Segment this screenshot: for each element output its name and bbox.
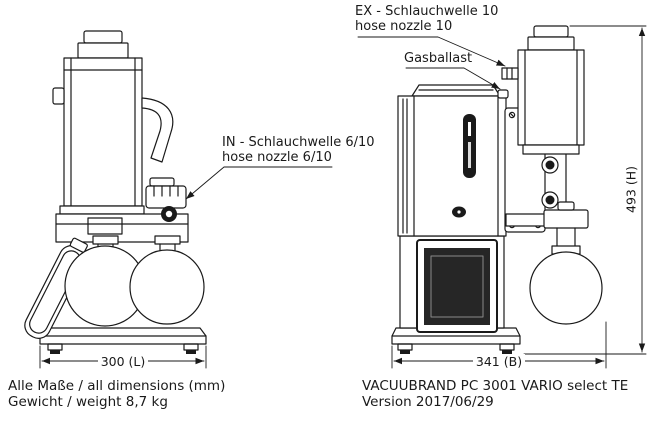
note-weight: Gewicht / weight 8,7 kg [8, 394, 168, 410]
in-leader-line [185, 166, 333, 200]
note-dimensions: Alle Maße / all dimensions (mm) [8, 378, 226, 394]
in-callout-line1: IN - Schlauchwelle 6/10 [222, 135, 375, 150]
side-upper-body [397, 84, 507, 237]
carry-handle [141, 97, 174, 163]
ex-callout-line2: hose nozzle 10 [355, 19, 453, 34]
gasballast-callout-label: Gasballast [404, 51, 473, 66]
ex-nozzle [501, 67, 519, 80]
leader-lines [185, 36, 506, 200]
dimension-depth-label: 341 (B) [462, 354, 536, 369]
in-nozzle-valve [145, 177, 187, 222]
ex-leader-line [357, 36, 506, 67]
product-version: Version 2017/06/29 [362, 394, 494, 410]
product-name: VACUUBRAND PC 3001 VARIO select TE [362, 378, 629, 394]
ex-callout: EX - Schlauchwelle 10 hose nozzle 10 [355, 4, 498, 34]
side-view [391, 25, 603, 354]
condenser-column [52, 30, 143, 207]
brand-strip [452, 114, 476, 218]
round-flask-right [129, 249, 205, 325]
ex-callout-line1: EX - Schlauchwelle 10 [355, 4, 499, 19]
side-flask-assembly [505, 201, 603, 325]
gasballast-leader-line [405, 67, 501, 90]
gasballast-callout: Gasballast [404, 51, 472, 66]
in-callout-line2: hose nozzle 6/10 [222, 150, 332, 165]
display-panel [416, 239, 498, 333]
front-view [24, 30, 207, 354]
exhaust-cylinder [501, 25, 585, 155]
front-base-plate [39, 327, 207, 354]
in-callout: IN - Schlauchwelle 6/10 hose nozzle 6/10 [222, 135, 375, 165]
gasballast-valve [497, 89, 509, 99]
dimension-height-label: 493 (H) [623, 150, 639, 230]
dimension-length-label: 300 (L) [87, 354, 159, 369]
